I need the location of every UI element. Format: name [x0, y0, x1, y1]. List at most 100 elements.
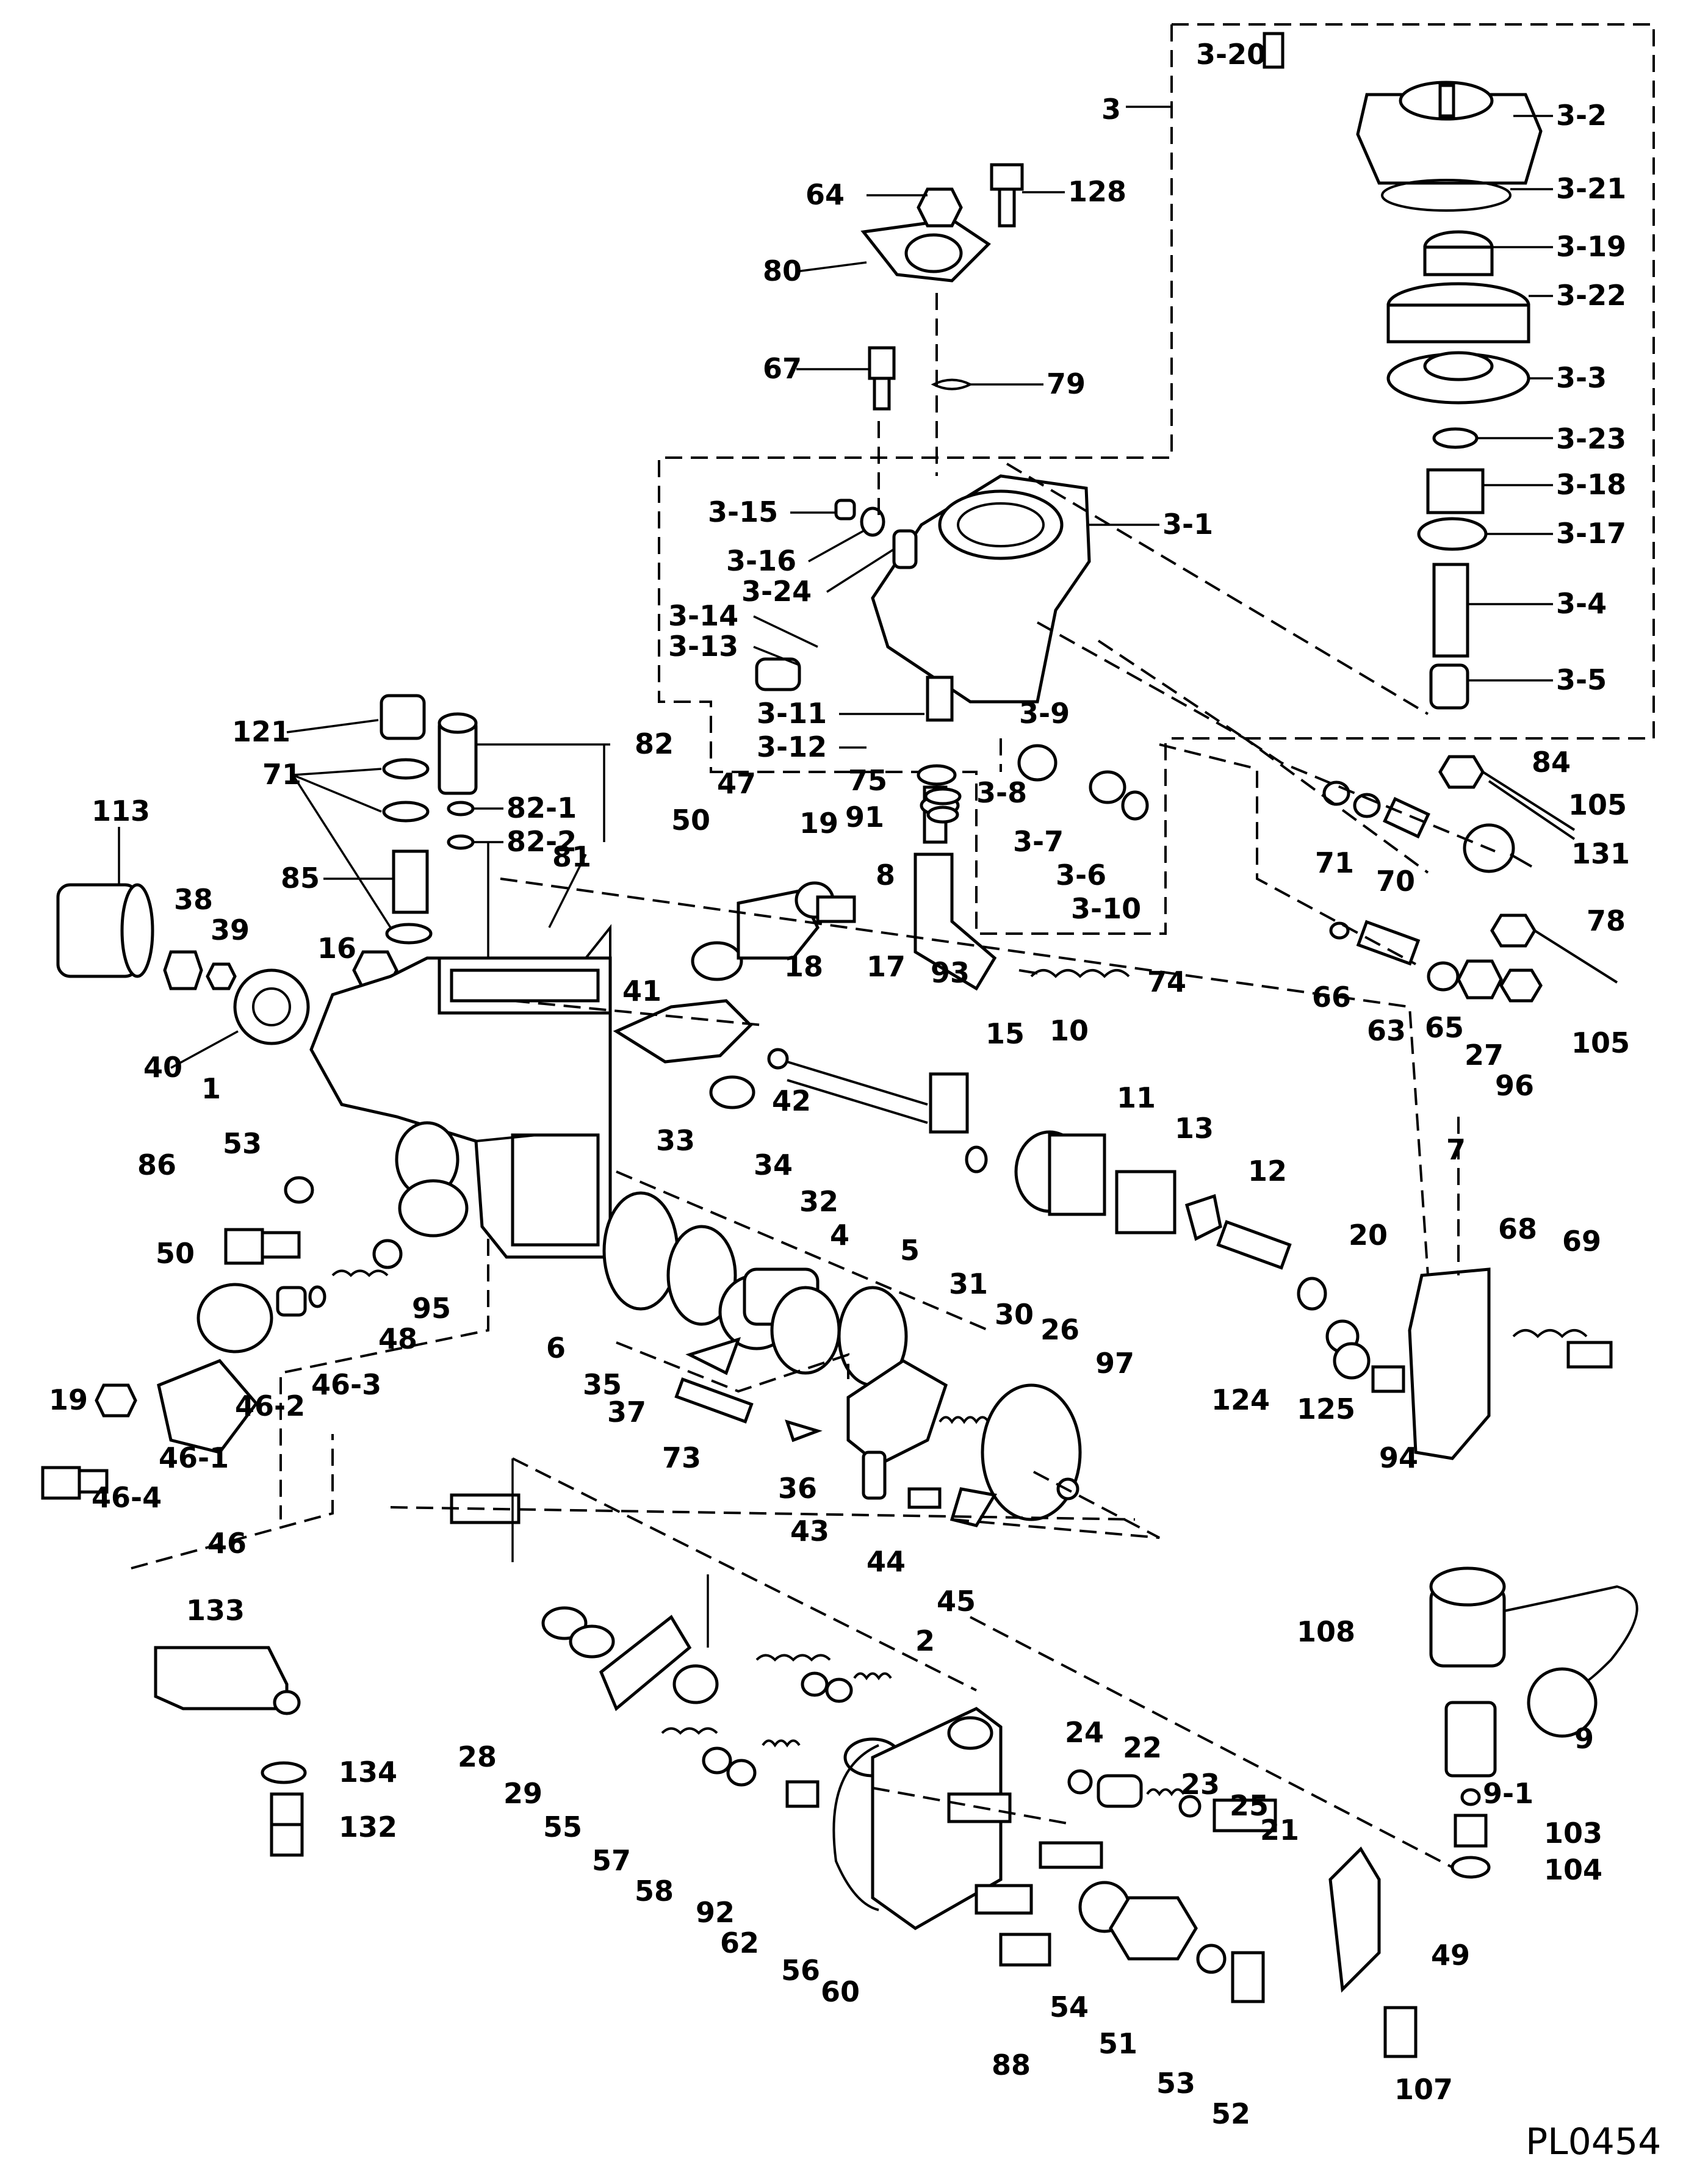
- callout-54: 54: [1050, 1991, 1089, 2023]
- solenoid-group: [1429, 1566, 1638, 1879]
- callout-28: 28: [458, 1740, 497, 1773]
- callout-30: 30: [995, 1298, 1034, 1331]
- callout-3-14: 3-14: [668, 599, 738, 632]
- callout-3-15: 3-15: [708, 496, 778, 528]
- callout-3-20: 3-20: [1196, 38, 1266, 71]
- callout-73: 73: [662, 1441, 701, 1474]
- callout-3: 3: [1101, 93, 1121, 126]
- callout-113: 113: [92, 795, 150, 827]
- callout-12: 12: [1248, 1155, 1287, 1187]
- callout-88: 88: [992, 2049, 1031, 2081]
- left-top-parts: [56, 694, 478, 1045]
- upper-housing: [755, 474, 1149, 844]
- callout-66: 66: [1312, 981, 1351, 1014]
- callout-125: 125: [1297, 1393, 1355, 1425]
- callout-51: 51: [1098, 2027, 1137, 2060]
- callout-63: 63: [1367, 1014, 1406, 1047]
- callout-3-22: 3-22: [1556, 279, 1626, 312]
- diaphragm-stack: [1263, 32, 1543, 710]
- callout-3-6: 3-6: [1056, 859, 1106, 892]
- callout-3-23: 3-23: [1556, 422, 1626, 455]
- callout-18: 18: [784, 950, 823, 983]
- pump-body: [309, 924, 612, 1259]
- callout-labels: 3-20 3 3-2 3-21 3-19 3-22 3-3 3-23 3-18 …: [49, 38, 1661, 2163]
- callout-48: 48: [378, 1322, 417, 1355]
- callout-58: 58: [635, 1875, 674, 1908]
- callout-93: 93: [931, 956, 970, 989]
- callout-56: 56: [781, 1954, 820, 1987]
- callout-3-11: 3-11: [757, 697, 827, 730]
- drawing-code: PL0454: [1526, 2121, 1661, 2163]
- callout-3-18: 3-18: [1556, 468, 1626, 501]
- callout-67: 67: [763, 352, 802, 385]
- callout-3-10: 3-10: [1071, 892, 1141, 925]
- callout-9: 9: [1574, 1722, 1594, 1755]
- leader-lines: [118, 54, 1553, 1069]
- callout-44: 44: [867, 1545, 906, 1578]
- callout-5: 5: [900, 1234, 920, 1267]
- callout-82-2: 82-2: [506, 825, 577, 858]
- callout-46-3: 46-3: [311, 1368, 381, 1401]
- callout-21: 21: [1260, 1814, 1299, 1847]
- callout-3-2: 3-2: [1556, 99, 1607, 132]
- callout-3-17: 3-17: [1556, 517, 1626, 550]
- callout-32: 32: [799, 1185, 838, 1218]
- callout-52: 52: [1211, 2097, 1250, 2130]
- callout-103: 103: [1544, 1817, 1602, 1850]
- callout-62: 62: [720, 1926, 759, 1959]
- callout-105-bottom: 105: [1571, 1026, 1630, 1059]
- callout-15: 15: [986, 1017, 1025, 1050]
- callout-65: 65: [1425, 1011, 1464, 1044]
- callout-124: 124: [1211, 1383, 1270, 1416]
- callout-3-1: 3-1: [1162, 508, 1213, 541]
- callout-75: 75: [848, 764, 887, 797]
- callout-104: 104: [1544, 1853, 1602, 1886]
- callout-64: 64: [805, 178, 845, 211]
- callout-94: 94: [1379, 1441, 1418, 1474]
- callout-46-4: 46-4: [92, 1481, 162, 1514]
- callout-92: 92: [696, 1896, 735, 1929]
- callout-71-right: 71: [1315, 846, 1354, 879]
- callout-17: 17: [867, 950, 906, 983]
- callout-69: 69: [1562, 1225, 1601, 1258]
- callout-134: 134: [339, 1756, 397, 1789]
- callout-47: 47: [717, 767, 756, 800]
- callout-3-21: 3-21: [1556, 172, 1626, 205]
- callout-3-5: 3-5: [1556, 663, 1607, 696]
- callout-97: 97: [1095, 1347, 1134, 1380]
- callout-68: 68: [1498, 1213, 1537, 1245]
- callout-55: 55: [543, 1811, 582, 1843]
- callout-80: 80: [763, 254, 802, 287]
- callout-3-16: 3-16: [726, 544, 796, 577]
- callout-8: 8: [876, 859, 895, 892]
- callout-84: 84: [1532, 746, 1571, 779]
- callout-13: 13: [1175, 1112, 1214, 1145]
- bottom-parts: [154, 1493, 1418, 2058]
- callout-38: 38: [174, 883, 213, 916]
- callout-6: 6: [546, 1332, 566, 1364]
- callout-40: 40: [143, 1051, 182, 1084]
- callout-3-7: 3-7: [1013, 825, 1064, 858]
- callout-31: 31: [949, 1267, 988, 1300]
- callout-74: 74: [1147, 965, 1186, 998]
- callout-37: 37: [607, 1396, 646, 1429]
- callout-70: 70: [1376, 865, 1415, 898]
- callout-16: 16: [317, 932, 356, 965]
- callout-86: 86: [137, 1148, 176, 1181]
- callout-3-19: 3-19: [1556, 230, 1626, 263]
- callout-33: 33: [656, 1124, 695, 1157]
- left-lower-parts: [41, 1176, 489, 1569]
- callout-131: 131: [1571, 837, 1630, 870]
- callout-2: 2: [915, 1624, 935, 1657]
- callout-46-2: 46-2: [235, 1389, 305, 1422]
- callout-23: 23: [1181, 1768, 1220, 1801]
- callout-29: 29: [503, 1777, 542, 1810]
- callout-34: 34: [754, 1148, 793, 1181]
- callout-19-bottom: 19: [49, 1383, 88, 1416]
- callout-24: 24: [1065, 1716, 1104, 1749]
- subassembly-3-boundary: [658, 23, 1655, 935]
- bracket-group: [1408, 1117, 1613, 1460]
- callout-10: 10: [1050, 1014, 1089, 1047]
- callout-3-12: 3-12: [757, 730, 827, 763]
